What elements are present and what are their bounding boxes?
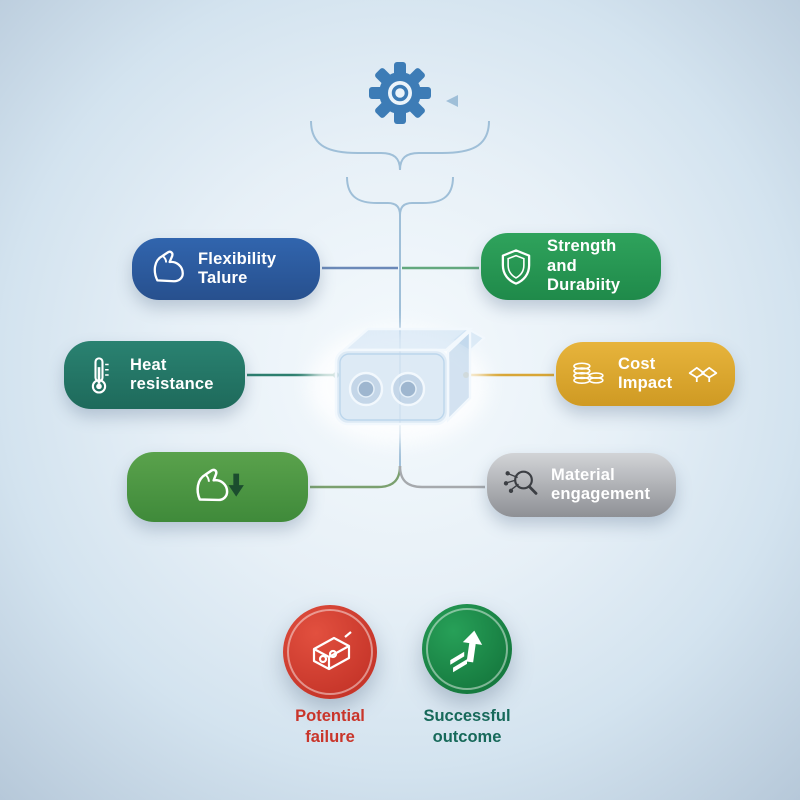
line-to-material — [398, 465, 485, 489]
legend-label-line1: Successful — [423, 707, 511, 725]
node-label: Strength and Durabiity — [547, 237, 647, 295]
node-label: Flexibility Talure — [198, 250, 276, 289]
node-label-line1: Strength and — [547, 237, 617, 275]
molecule-magnifier-icon — [503, 470, 538, 495]
node-label-line2: resistance — [130, 375, 214, 393]
handshake-icon — [688, 366, 718, 382]
node-label-line1: Heat — [130, 355, 167, 374]
node-label-line2: Durabiity — [547, 276, 621, 295]
arrowhead-icon — [446, 95, 458, 107]
gear-icon — [369, 62, 431, 124]
node-material-engagement: Material engagement — [487, 453, 676, 517]
potential-failure-badge — [283, 605, 377, 699]
shield-icon — [501, 248, 531, 285]
node-label-line1: Cost — [618, 354, 656, 373]
node-label-line2: Impact — [618, 374, 673, 392]
node-strength-loss — [127, 452, 308, 522]
legend-label-line1: Potential — [295, 707, 365, 725]
node-label: Cost Impact — [618, 355, 672, 394]
legend-label-line2: failure — [305, 728, 355, 747]
rising-arrow-icon — [450, 630, 483, 673]
node-flexibility-failure: Flexibility Talure — [132, 238, 320, 300]
coins-icon — [573, 362, 604, 384]
translucent-cable-connector — [308, 326, 488, 444]
node-label-line1: Flexibility — [198, 249, 277, 268]
connector-failure-icon — [312, 631, 352, 671]
node-heat-resistance: Heat resistance — [64, 341, 245, 409]
node-label-line2: Talure — [198, 269, 248, 287]
node-cost-impact: Cost Impact — [556, 342, 735, 406]
successful-outcome-label: Successful outcome — [407, 706, 527, 749]
successful-outcome-badge — [422, 604, 512, 694]
thermometer-icon — [91, 357, 109, 394]
node-strength-durability: Strength and Durabiity — [481, 233, 661, 300]
potential-failure-label: Potential failure — [270, 706, 390, 749]
legend-label-line2: outcome — [432, 728, 502, 747]
line-to-strength-loss — [310, 465, 402, 489]
node-label-line1: Material — [551, 465, 615, 484]
bicep-icon — [153, 250, 184, 283]
node-label-line2: engagement — [551, 485, 651, 503]
bicep-down-arrow-icon — [195, 468, 244, 502]
node-label: Material engagement — [551, 466, 650, 505]
node-label: Heat resistance — [130, 356, 214, 395]
